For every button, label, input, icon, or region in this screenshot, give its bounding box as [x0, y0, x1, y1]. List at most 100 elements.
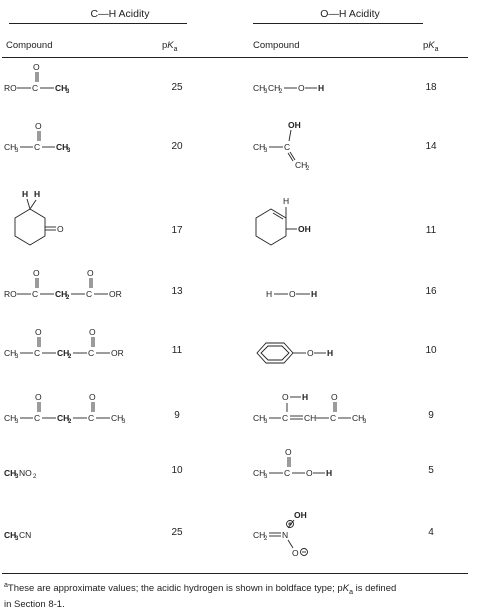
svg-text:CH: CH — [253, 142, 265, 152]
svg-text:CH: CH — [253, 530, 265, 540]
svg-text:O: O — [298, 83, 305, 93]
svg-text:C: C — [284, 468, 290, 478]
svg-text:2: 2 — [68, 354, 72, 360]
pka-value: 25 — [171, 82, 183, 93]
svg-text:O: O — [87, 268, 94, 278]
svg-text:3: 3 — [15, 354, 19, 360]
oh-structure-water: H O H — [266, 289, 317, 299]
svg-text:2: 2 — [279, 89, 283, 95]
svg-text:2: 2 — [306, 166, 310, 172]
svg-text:3: 3 — [264, 419, 268, 425]
svg-text:N: N — [282, 530, 288, 540]
oh-structure-cyclohexenol: H OH — [255, 196, 311, 246]
svg-text:H: H — [22, 189, 28, 199]
header-rule — [2, 57, 468, 58]
svg-text:C: C — [34, 348, 40, 358]
oh-structure-acetic-acid: CH3 C O O H — [253, 447, 332, 480]
svg-text:CH: CH — [253, 83, 265, 93]
svg-text:3: 3 — [122, 419, 126, 425]
oh-structure-phenol: O H — [256, 342, 333, 364]
svg-text:OH: OH — [288, 120, 301, 130]
svg-text:3: 3 — [363, 419, 367, 425]
svg-text:3: 3 — [15, 536, 19, 542]
oh-structure-nitronic-acid: CH2 N OH O — [253, 510, 308, 558]
svg-text:O: O — [306, 468, 313, 478]
pka-value: 9 — [174, 410, 180, 421]
svg-text:O: O — [289, 289, 296, 299]
pka-value: 4 — [428, 527, 434, 538]
svg-text:C: C — [32, 289, 38, 299]
oh-compound-header: Compound — [253, 40, 300, 51]
svg-text:H: H — [302, 392, 308, 402]
svg-text:3: 3 — [15, 474, 19, 480]
svg-text:CH: CH — [56, 142, 68, 152]
oh-structure-pentanedione-enol: CH3 C O H CH C O CH3 — [253, 392, 367, 425]
svg-text:O: O — [33, 268, 40, 278]
svg-text:3: 3 — [264, 89, 268, 95]
svg-text:C: C — [86, 289, 92, 299]
svg-text:O: O — [282, 392, 289, 402]
svg-text:C: C — [284, 142, 290, 152]
svg-text:RO: RO — [4, 83, 17, 93]
pka-value: 18 — [425, 82, 437, 93]
svg-text:C: C — [88, 348, 94, 358]
svg-text:C: C — [88, 413, 94, 423]
svg-text:2: 2 — [33, 474, 37, 480]
ch-structure-acetone: CH3 C O CH3 — [4, 121, 71, 154]
svg-text:H: H — [311, 289, 317, 299]
pka-value: 20 — [171, 141, 183, 152]
svg-text:CH: CH — [4, 530, 16, 540]
svg-text:CH: CH — [304, 413, 316, 423]
svg-text:O: O — [35, 121, 42, 131]
ch-structure-acetoacetic-ester: CH3 C O CH2 C O OR — [4, 327, 124, 360]
svg-text:H: H — [34, 189, 40, 199]
svg-text:3: 3 — [264, 474, 268, 480]
svg-text:C: C — [34, 142, 40, 152]
oh-structure-ethanol: CH3 CH2 O H — [253, 83, 324, 95]
pka-value: 10 — [171, 465, 183, 476]
svg-text:H: H — [318, 83, 324, 93]
svg-text:NO: NO — [19, 468, 32, 478]
svg-text:OR: OR — [109, 289, 122, 299]
ch-structure-acetonitrile: CH3 CN — [4, 530, 31, 542]
svg-text:3: 3 — [15, 419, 19, 425]
svg-text:CH: CH — [4, 468, 16, 478]
ch-title-rule — [9, 23, 187, 24]
svg-text:CH: CH — [295, 160, 307, 170]
pka-value: 11 — [171, 345, 183, 356]
pka-value: 14 — [425, 141, 437, 152]
pka-value: 5 — [428, 465, 434, 476]
svg-text:CH: CH — [253, 468, 265, 478]
oh-acidity-title: O—H Acidity — [320, 8, 380, 20]
ch-acidity-title: C—H Acidity — [90, 8, 150, 20]
svg-text:C: C — [34, 413, 40, 423]
svg-text:3: 3 — [264, 148, 268, 154]
svg-text:3: 3 — [66, 89, 70, 95]
oh-title-rule — [253, 23, 423, 24]
svg-text:O: O — [307, 348, 314, 358]
svg-text:CH: CH — [253, 413, 265, 423]
ch-structure-ethyl-acetate: RO C O CH3 — [4, 62, 70, 95]
svg-text:CH: CH — [268, 83, 280, 93]
pka-value: 16 — [425, 286, 437, 297]
svg-text:CN: CN — [19, 530, 31, 540]
svg-text:CH: CH — [57, 348, 69, 358]
svg-text:RO: RO — [4, 289, 17, 299]
svg-text:2: 2 — [264, 536, 268, 542]
bottom-rule — [2, 573, 468, 574]
oh-structure-propen-2-ol: CH3 C OH CH2 — [253, 120, 310, 172]
svg-text:H: H — [266, 289, 272, 299]
svg-text:O: O — [35, 327, 42, 337]
svg-text:O: O — [331, 392, 338, 402]
svg-text:CH: CH — [4, 348, 16, 358]
svg-text:C: C — [330, 413, 336, 423]
svg-text:O: O — [35, 392, 42, 402]
svg-text:O: O — [292, 548, 299, 558]
svg-text:H: H — [327, 348, 333, 358]
svg-text:O: O — [33, 62, 40, 72]
svg-text:CH: CH — [55, 83, 67, 93]
svg-text:3: 3 — [15, 148, 19, 154]
ch-structure-pentanedione: CH3 C O CH2 C O CH3 — [4, 392, 126, 425]
